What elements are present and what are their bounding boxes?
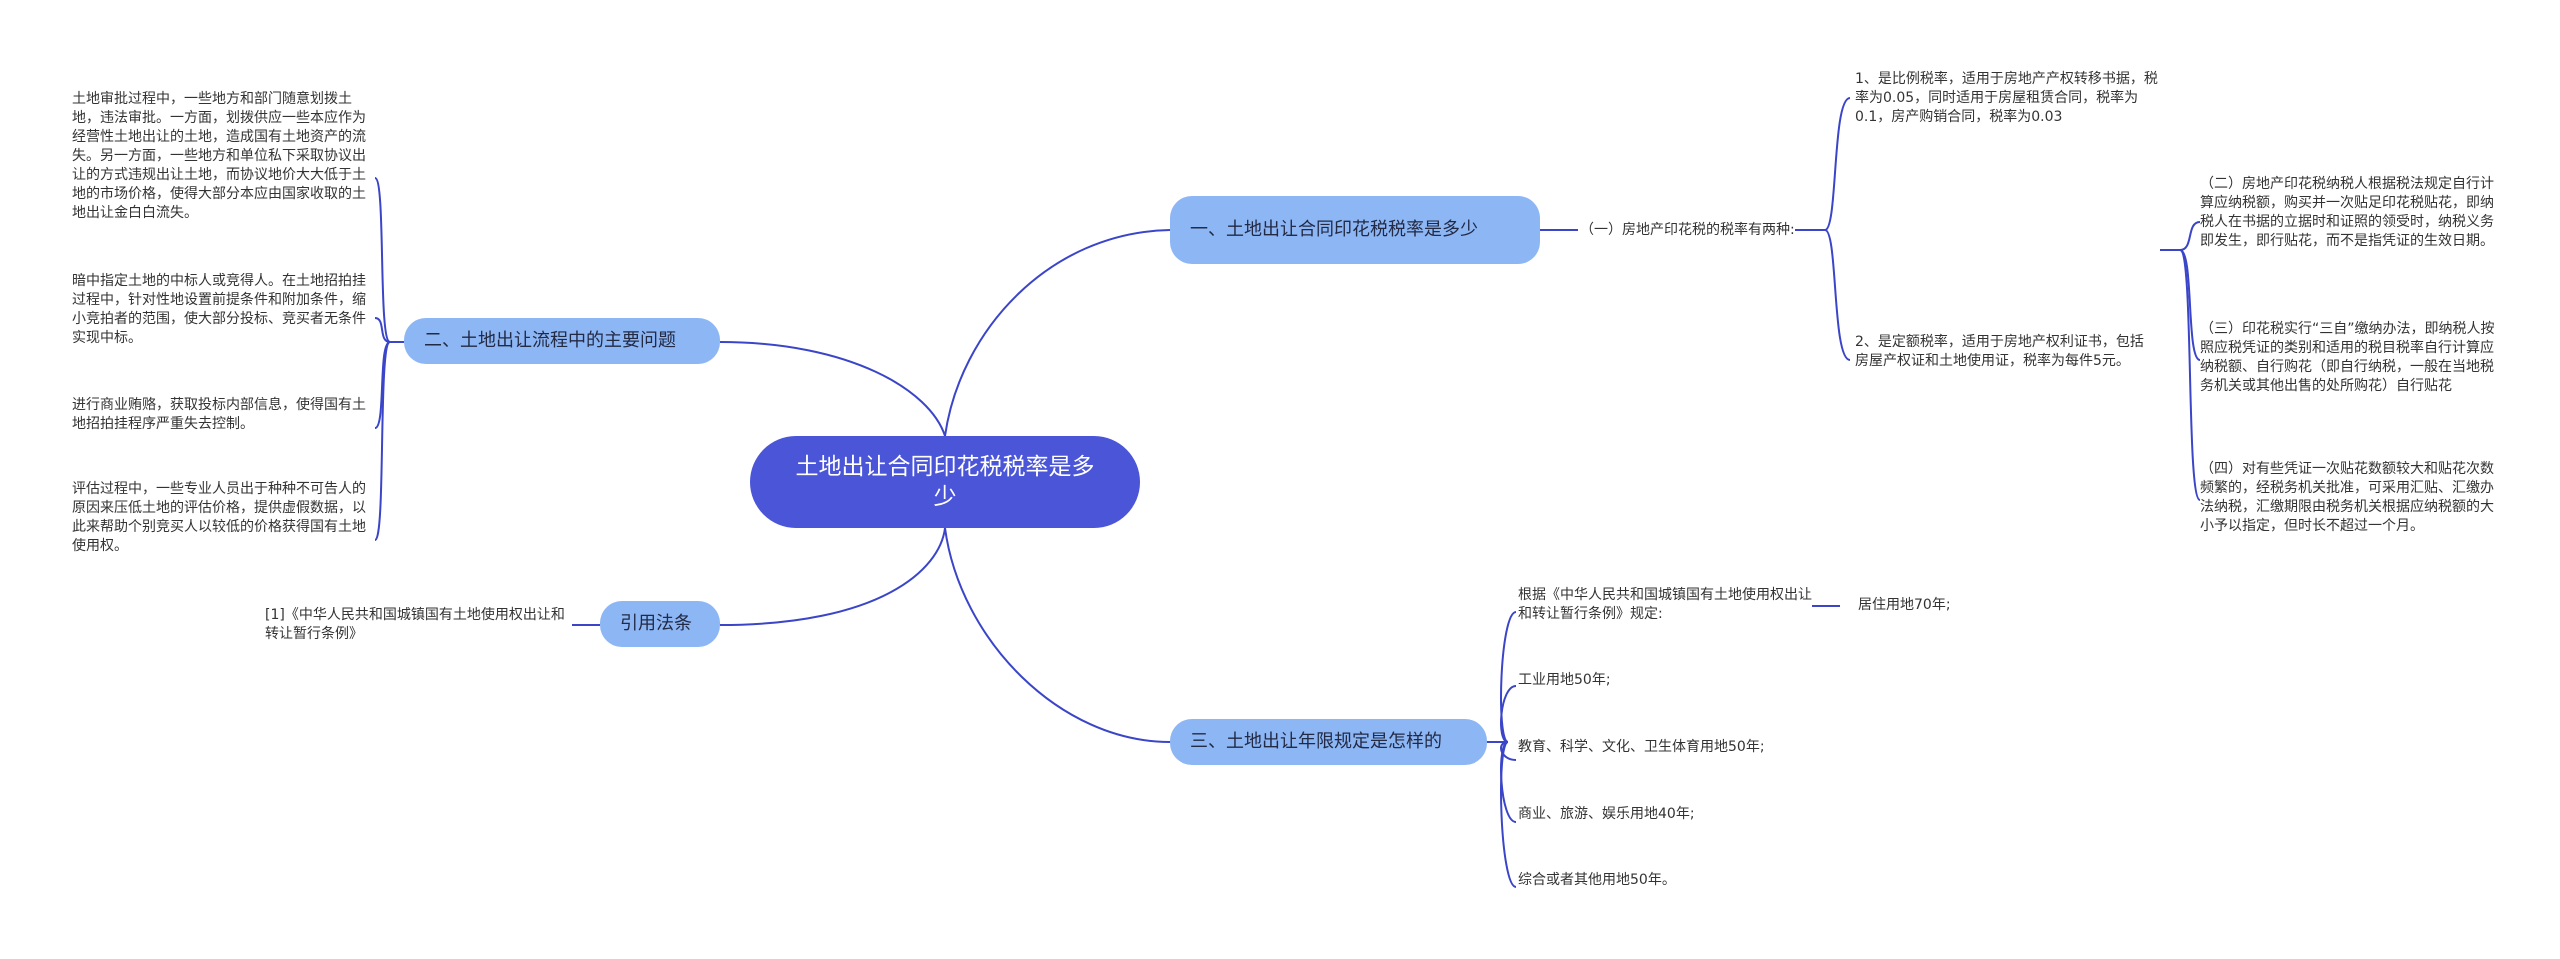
- branch-main-issues[interactable]: 二、土地出让流程中的主要问题: [404, 318, 720, 364]
- tax-rate-types-label: （一）房地产印花税的税率有两种:: [1580, 222, 1795, 238]
- residential-term-text[interactable]: 居住用地70年;: [1858, 597, 1951, 613]
- tax-note-3[interactable]: （三）印花税实行“三自”缴纳办法，即纳税人按照应税凭证的类别和适用的税目税率自行…: [2200, 321, 2495, 394]
- issue-bribery-text[interactable]: 进行商业贿赂，获取投标内部信息，使得国有土地招拍挂程序严重失去控制。: [72, 397, 366, 432]
- cited-law-reference[interactable]: [1]《中华人民共和国城镇国有土地使用权出让和转让暂行条例》: [265, 607, 565, 642]
- tax-note-2[interactable]: （二）房地产印花税纳税人根据税法规定自行计算应纳税额，购买并一次贴足印花税贴花，…: [2200, 176, 2494, 249]
- branch-cited-law[interactable]: 引用法条: [600, 601, 720, 647]
- branch-tax-rate-label: 一、土地出让合同印花税税率是多少: [1190, 219, 1478, 240]
- branch-cited-law-label: 引用法条: [620, 613, 692, 634]
- branch-tax-rate[interactable]: 一、土地出让合同印花税税率是多少: [1170, 196, 1540, 264]
- central-topic[interactable]: 土地出让合同印花税税率是多少: [750, 436, 1140, 528]
- tax-note-4[interactable]: （四）对有些凭证一次贴花数额较大和贴花次数频繁的，经税务机关批准，可采用汇贴、汇…: [2200, 461, 2494, 534]
- land-term-basis-text[interactable]: 根据《中华人民共和国城镇国有土地使用权出让和转让暂行条例》规定:: [1518, 587, 1812, 622]
- issue-bidder-text[interactable]: 暗中指定土地的中标人或竞得人。在土地招拍挂过程中，针对性地设置前提条件和附加条件…: [72, 273, 366, 346]
- industrial-term-text[interactable]: 工业用地50年;: [1518, 672, 1611, 688]
- branch-land-term[interactable]: 三、土地出让年限规定是怎样的: [1170, 719, 1487, 765]
- branch-main-issues-label: 二、土地出让流程中的主要问题: [424, 330, 676, 351]
- fixed-rate-text[interactable]: 2、是定额税率，适用于房地产权利证书，包括房屋产权证和土地使用证，税率为每件5元…: [1855, 334, 2144, 369]
- issue-approval-text[interactable]: 土地审批过程中，一些地方和部门随意划拨土地，违法审批。一方面，划拨供应一些本应作…: [72, 91, 366, 221]
- tax-rate-types-topic[interactable]: （一）房地产印花税的税率有两种:: [1580, 221, 1795, 240]
- branch-land-term-label: 三、土地出让年限规定是怎样的: [1190, 731, 1442, 752]
- commercial-term-text[interactable]: 商业、旅游、娱乐用地40年;: [1518, 806, 1695, 822]
- issue-valuation-text[interactable]: 评估过程中，一些专业人员出于种种不可告人的原因来压低土地的评估价格，提供虚假数据…: [72, 481, 366, 554]
- education-term-text[interactable]: 教育、科学、文化、卫生体育用地50年;: [1518, 739, 1765, 755]
- proportional-rate-text[interactable]: 1、是比例税率，适用于房地产产权转移书据，税率为0.05，同时适用于房屋租赁合同…: [1855, 71, 2158, 125]
- other-use-term-text[interactable]: 综合或者其他用地50年。: [1518, 872, 1676, 888]
- central-topic-label: 土地出让合同印花税税率是多少: [795, 454, 1095, 510]
